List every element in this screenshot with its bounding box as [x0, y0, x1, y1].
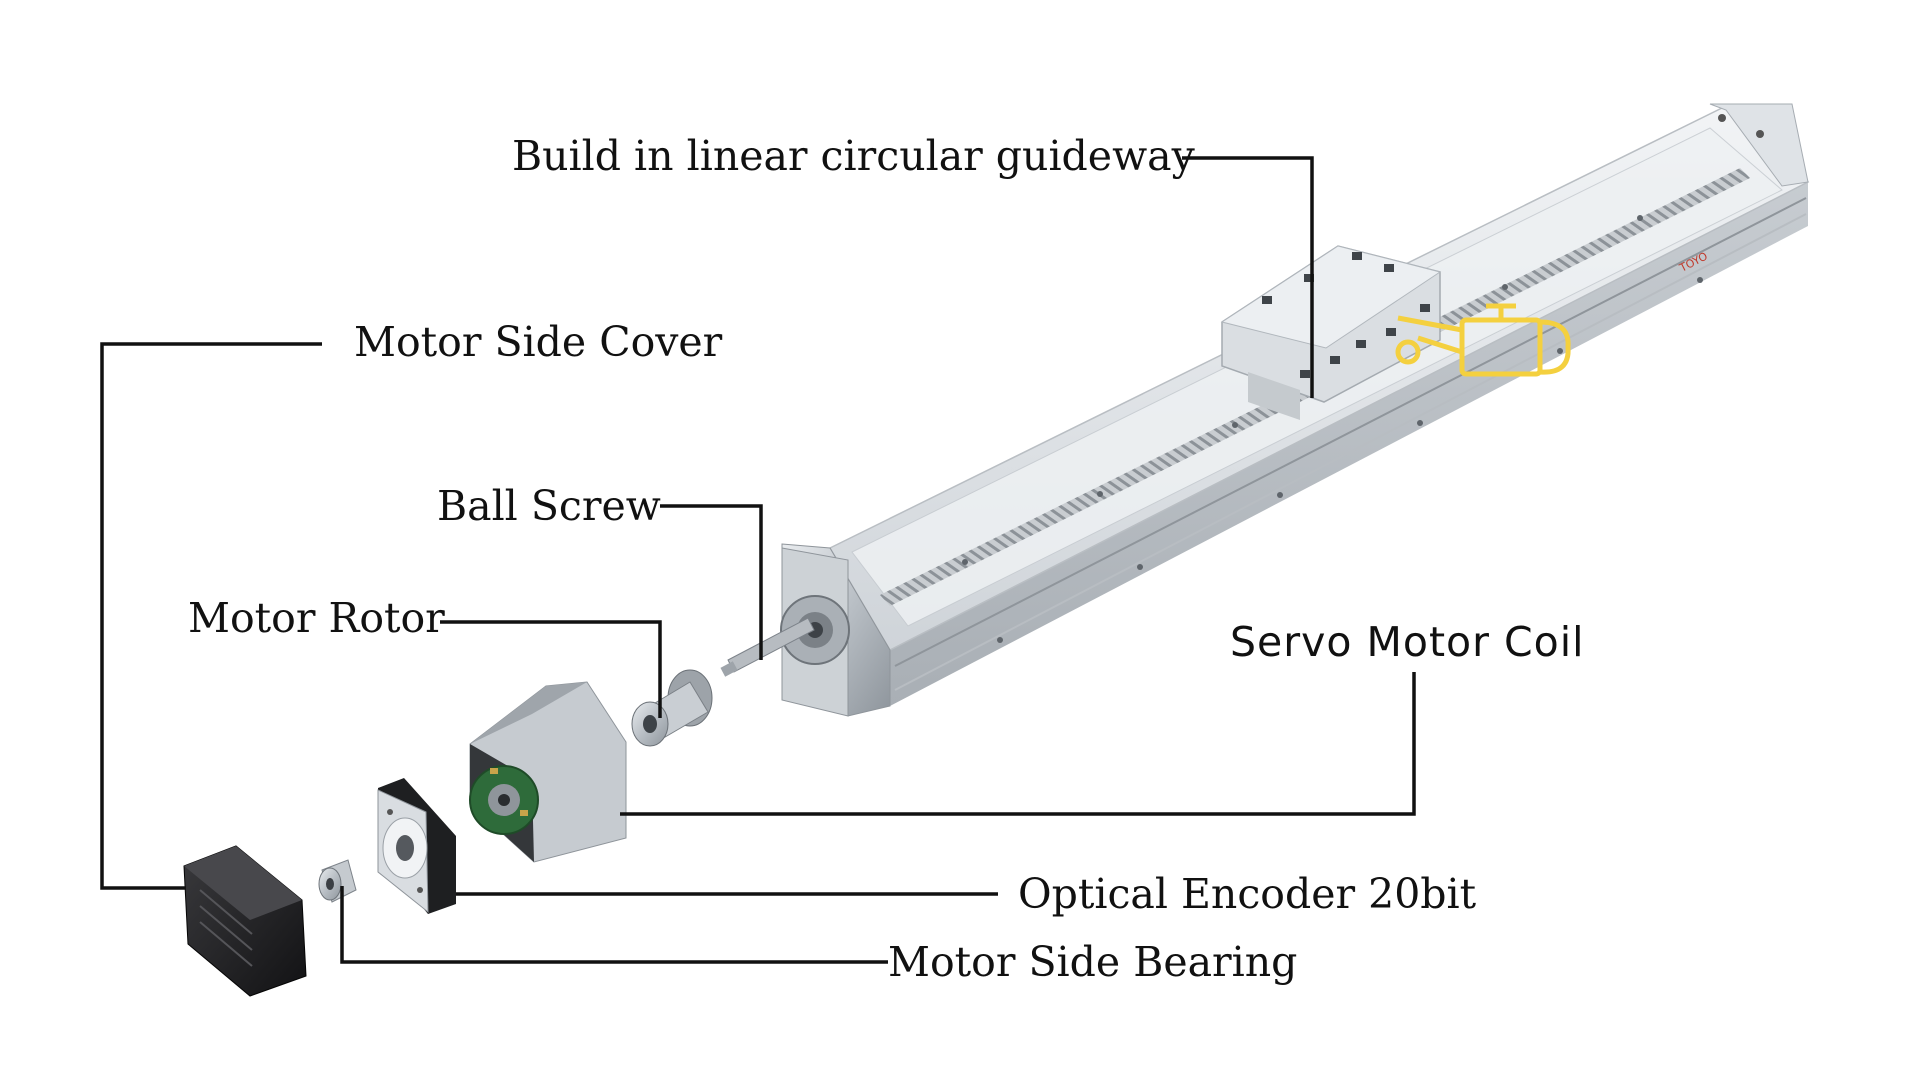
leader-bearing	[340, 886, 888, 964]
actuator-rail: TOYO	[828, 103, 1810, 706]
optical-encoder	[377, 778, 456, 914]
label-motor-rotor: Motor Rotor	[188, 594, 445, 642]
label-guideway: Build in linear circular guideway	[512, 132, 1195, 180]
leader-guideway	[1182, 156, 1314, 398]
label-motor-side-bearing: Motor Side Bearing	[888, 938, 1298, 986]
leader-servo-coil	[620, 672, 1416, 816]
label-ball-screw: Ball Screw	[437, 482, 661, 530]
leader-side-cover	[100, 342, 322, 890]
end-housing	[780, 543, 891, 717]
label-servo-motor-coil: Servo Motor Coil	[1230, 618, 1585, 666]
label-motor-side-cover: Motor Side Cover	[354, 318, 723, 366]
motor-rotor	[631, 669, 713, 747]
motor-shaft	[720, 617, 815, 677]
leader-motor-rotor	[440, 620, 662, 718]
motor-side-cover	[183, 845, 307, 997]
label-optical-encoder: Optical Encoder 20bit	[1018, 870, 1477, 918]
leader-ball-screw	[660, 504, 763, 660]
leader-lines	[100, 156, 1416, 964]
motor-side-bearing	[318, 859, 357, 903]
servo-motor-coil	[469, 681, 627, 863]
lubrication-icon	[1395, 303, 1571, 377]
carriage-block	[1220, 245, 1442, 420]
